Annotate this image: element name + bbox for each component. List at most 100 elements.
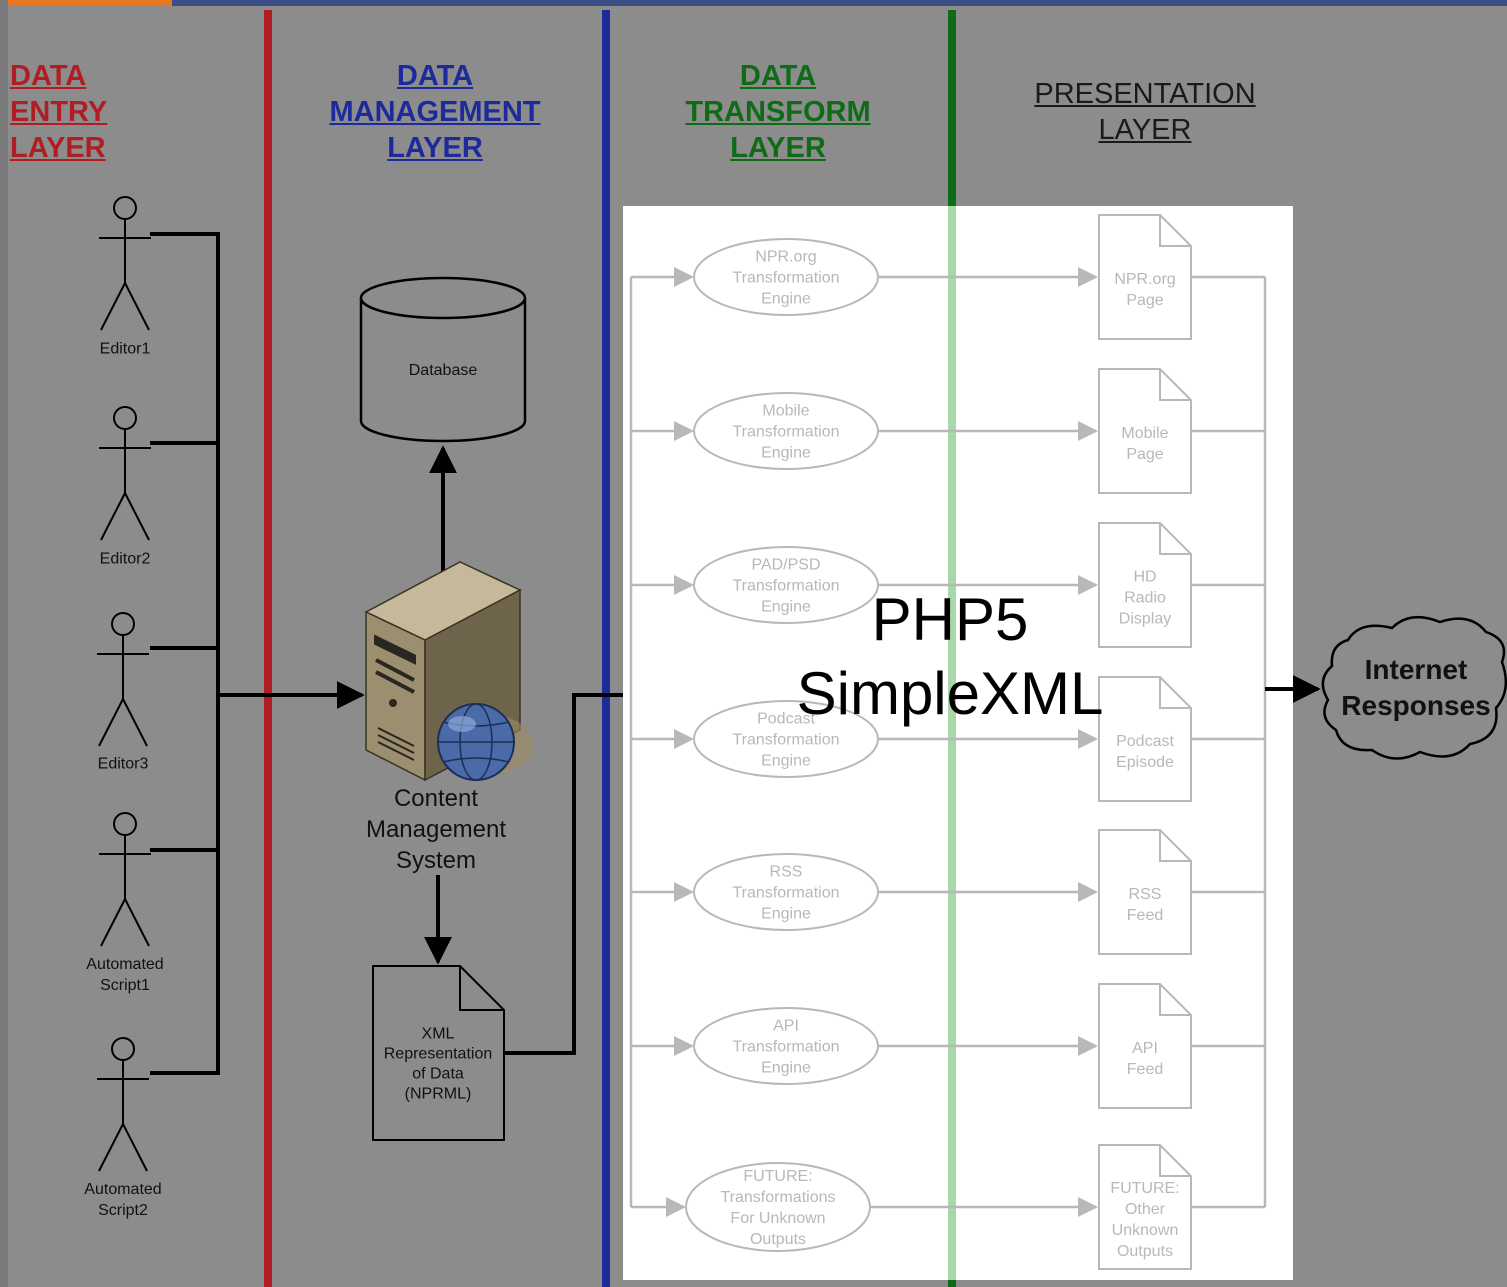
engine-label: Transformation: [733, 732, 840, 749]
engine-label: NPR.org: [755, 249, 816, 266]
transformation-engines: NPR.orgTransformationEngineMobileTransfo…: [685, 238, 879, 1252]
actor-label: Editor1: [100, 341, 151, 358]
engine-label: Engine: [761, 1060, 811, 1077]
php-simplexml-label: PHP5 SimpleXML: [740, 583, 1160, 731]
engine-label: Transformations: [721, 1189, 836, 1206]
xml-document: XML Representation of Data (NPRML): [372, 965, 505, 1141]
output-label: API: [1132, 1040, 1158, 1057]
engine-label: Engine: [761, 291, 811, 308]
engine-label: Engine: [761, 599, 811, 616]
engine-label: RSS: [770, 864, 803, 881]
actor-label: Script1: [100, 977, 150, 994]
output-label: Display: [1119, 611, 1171, 628]
output-label: HD: [1133, 569, 1156, 586]
engine-label: Engine: [761, 445, 811, 462]
output-label: Podcast: [1116, 733, 1174, 750]
heading-data-management-layer: DATA MANAGEMENT LAYER: [300, 58, 570, 166]
heading-presentation-layer: PRESENTATION LAYER: [1010, 76, 1280, 148]
output-label: Feed: [1127, 1061, 1163, 1078]
php-label-line: SimpleXML: [796, 660, 1104, 727]
heading-line: LAYER: [730, 132, 826, 164]
output-label: Page: [1126, 446, 1163, 463]
heading-line: DATA: [396, 60, 474, 92]
actor-label: Script2: [98, 1202, 148, 1219]
engine-fanout-connectors: [629, 267, 1267, 1217]
cms-label-line: Management: [365, 816, 507, 843]
database-cylinder: Database: [359, 276, 527, 443]
cms-label-line: Content: [393, 785, 479, 812]
actor-figure: Editor3: [97, 612, 149, 773]
engine-label: Outputs: [750, 1231, 806, 1248]
output-document: API Feed: [1098, 983, 1192, 1109]
engine-label: Engine: [761, 906, 811, 923]
xml-label-line: XML: [422, 1026, 455, 1043]
engine-label: FUTURE:: [743, 1168, 812, 1185]
heading-line: DATA: [739, 60, 817, 92]
engine-label: API: [773, 1018, 799, 1035]
output-label: Other: [1125, 1201, 1166, 1218]
xml-label-line: Representation: [384, 1046, 493, 1063]
output-label: Outputs: [1117, 1243, 1173, 1260]
internet-responses-label: Internet Responses: [1326, 652, 1506, 724]
database-label: Database: [409, 362, 478, 379]
engine-label: For Unknown: [730, 1210, 825, 1227]
output-label: FUTURE:: [1110, 1180, 1179, 1197]
xml-label-line: of Data: [412, 1066, 464, 1083]
xml-document-label: XML Representation of Data (NPRML): [384, 1026, 493, 1103]
left-edge-shade: [0, 0, 8, 1287]
output-label: Mobile: [1121, 425, 1168, 442]
engine-label: Transformation: [733, 424, 840, 441]
output-label: Radio: [1124, 590, 1166, 607]
output-label: Unknown: [1112, 1222, 1179, 1239]
heading-line: DATA: [10, 60, 87, 92]
heading-line: PRESENTATION: [1034, 78, 1256, 110]
output-label: NPR.org: [1114, 271, 1175, 288]
top-banner-accent: [0, 0, 172, 6]
actor-label: Editor3: [98, 756, 149, 773]
output-label: Feed: [1127, 907, 1163, 924]
output-label: RSS: [1129, 886, 1162, 903]
engine-label: Transformation: [733, 885, 840, 902]
internet-cloud: [1321, 615, 1507, 760]
actors: Editor1Editor2Editor3AutomatedScript1Aut…: [84, 196, 164, 1219]
heading-line: MANAGEMENT: [329, 96, 541, 128]
actor-figure: Editor1: [99, 196, 151, 358]
xml-label-line: (NPRML): [405, 1086, 472, 1103]
globe-icon: [437, 703, 534, 781]
heading-line: LAYER: [387, 132, 483, 164]
cloud-label-line: Internet: [1364, 654, 1468, 685]
xml-to-transform-connector: [504, 693, 623, 1055]
heading-data-transform-layer: DATA TRANSFORM LAYER: [660, 58, 896, 166]
engine-label: PAD/PSD: [751, 557, 820, 574]
cloud-label-line: Responses: [1341, 690, 1491, 721]
heading-line: LAYER: [1098, 114, 1192, 146]
engine-label: Transformation: [733, 1039, 840, 1056]
engine-label: Transformation: [733, 578, 840, 595]
engine-label: Engine: [761, 753, 811, 770]
actor-label: Automated: [84, 1181, 161, 1198]
heading-data-entry-layer: DATA ENTRY LAYER: [10, 58, 107, 166]
engine-label: Transformation: [733, 270, 840, 287]
top-banner-bar: [0, 0, 1507, 6]
output-document: RSS Feed: [1098, 829, 1192, 955]
heading-line: LAYER: [10, 132, 106, 164]
actor-connectors: [150, 232, 365, 1075]
cms-label-line: System: [395, 847, 476, 874]
php-label-line: PHP5: [871, 586, 1029, 653]
